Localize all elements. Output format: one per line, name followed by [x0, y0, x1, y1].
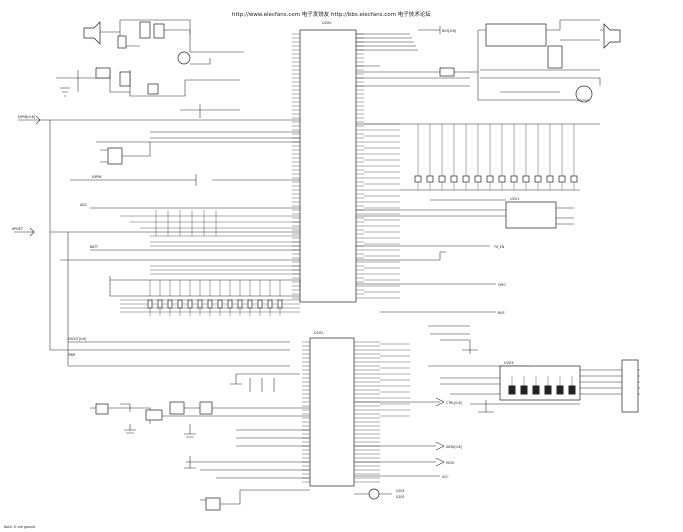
esd-diode: [532, 385, 540, 395]
net-label-right-6: MCIO: [446, 461, 455, 465]
net-label-right-7: VCC: [442, 475, 449, 479]
speaker-left-icon: [83, 21, 101, 45]
test-point-pad: [510, 175, 518, 183]
chip-label-u205: U205: [396, 495, 404, 499]
net-label-left-6: PWR: [68, 353, 76, 357]
resistor-body: [247, 299, 253, 309]
resistor-body: [167, 299, 173, 309]
chip-label-u200: U200: [322, 21, 332, 25]
chip-label-u202: U202: [314, 331, 324, 335]
test-point-pad: [570, 175, 578, 183]
esd-diode-bank: [508, 376, 576, 395]
chip-label-u203: U203: [504, 361, 514, 365]
top-left-audio-block: [56, 19, 244, 118]
test-point-pad: [498, 175, 506, 183]
esd-diode: [520, 385, 528, 395]
header-watermark-text: http://www.elecfans.com 电子发烧友 http://bbs…: [232, 10, 431, 18]
test-point-pad: [414, 175, 422, 183]
test-point-pad: [462, 175, 470, 183]
esd-diode: [568, 385, 576, 395]
mcu-top-pins: [292, 33, 400, 299]
resistor-body: [267, 299, 273, 309]
resistor-body: [147, 299, 153, 309]
resistor-body: [217, 299, 223, 309]
lower-right-connector: U203: [428, 325, 640, 413]
resistor-body: [157, 299, 163, 309]
net-label-right-5: DATA[0:8]: [446, 445, 462, 449]
top-right-audio-block: BUS[0:8]: [356, 19, 621, 103]
left-resistor-array: [147, 210, 283, 316]
net-label-right-1: TX_EN: [493, 245, 505, 249]
test-point-pad: [426, 175, 434, 183]
microphone-icon: [177, 51, 191, 65]
test-point-pad: [546, 175, 554, 183]
speaker-right-icon: [603, 23, 621, 49]
lower-mid-button: U204 U205: [354, 488, 404, 500]
right-lower-nets: CTRL[0:8] DATA[0:8] MCIO VCC: [354, 397, 462, 479]
esd-diode: [508, 385, 516, 395]
net-label-right-0: BUS[0:8]: [442, 29, 456, 33]
test-point-pad: [558, 175, 566, 183]
footer-note: Note: IC are ground: [4, 525, 35, 529]
resistor-body: [227, 299, 233, 309]
test-point-pad: [522, 175, 530, 183]
net-label-left-0: EXPIN[0:8]: [18, 115, 35, 119]
test-point-pad: [474, 175, 482, 183]
net-label-right-3: BUS: [498, 311, 505, 315]
resistor-body: [277, 299, 283, 309]
power-key-icon: [368, 488, 380, 500]
resistor-body: [187, 299, 193, 309]
net-label-right-4: CTRL[0:8]: [446, 401, 462, 405]
test-point-pad: [486, 175, 494, 183]
vibrator-motor-icon: [575, 85, 593, 103]
memory-chip: U201: [356, 197, 574, 229]
net-label-left-5: EXOUT[0:8]: [68, 337, 86, 341]
resistor-body: [177, 299, 183, 309]
esd-diode: [556, 385, 564, 395]
mcu-bottom-chip: U202: [309, 331, 355, 487]
net-label-left-3: ADC: [80, 203, 88, 207]
right-mid-nets: TX_EN GPIO BUS: [356, 245, 506, 315]
left-net-labels: EXPIN[0:8] HPDET EXPIN ADC BATT EXOUT[0:…: [12, 115, 102, 357]
test-point-pad: [450, 175, 458, 183]
lower-left-power-block: [90, 373, 310, 511]
right-test-point-lines: [356, 123, 600, 191]
resistor-body: [207, 299, 213, 309]
resistor-body: [257, 299, 263, 309]
net-label-left-2: EXPIN: [92, 175, 102, 179]
esd-diode: [544, 385, 552, 395]
net-label-left-4: BATT: [90, 245, 98, 249]
resistor-body: [197, 299, 203, 309]
resistor-body: [237, 299, 243, 309]
net-label-left-1: HPDET: [12, 227, 23, 231]
test-point-pad: [438, 175, 446, 183]
net-label-right-2: GPIO: [498, 283, 506, 287]
mcu-top-chip: U200: [299, 21, 357, 303]
chip-label-u204: U204: [396, 489, 404, 493]
left-bus-lines: [40, 119, 301, 367]
test-point-pad: [534, 175, 542, 183]
chip-label-u201: U201: [510, 197, 520, 201]
